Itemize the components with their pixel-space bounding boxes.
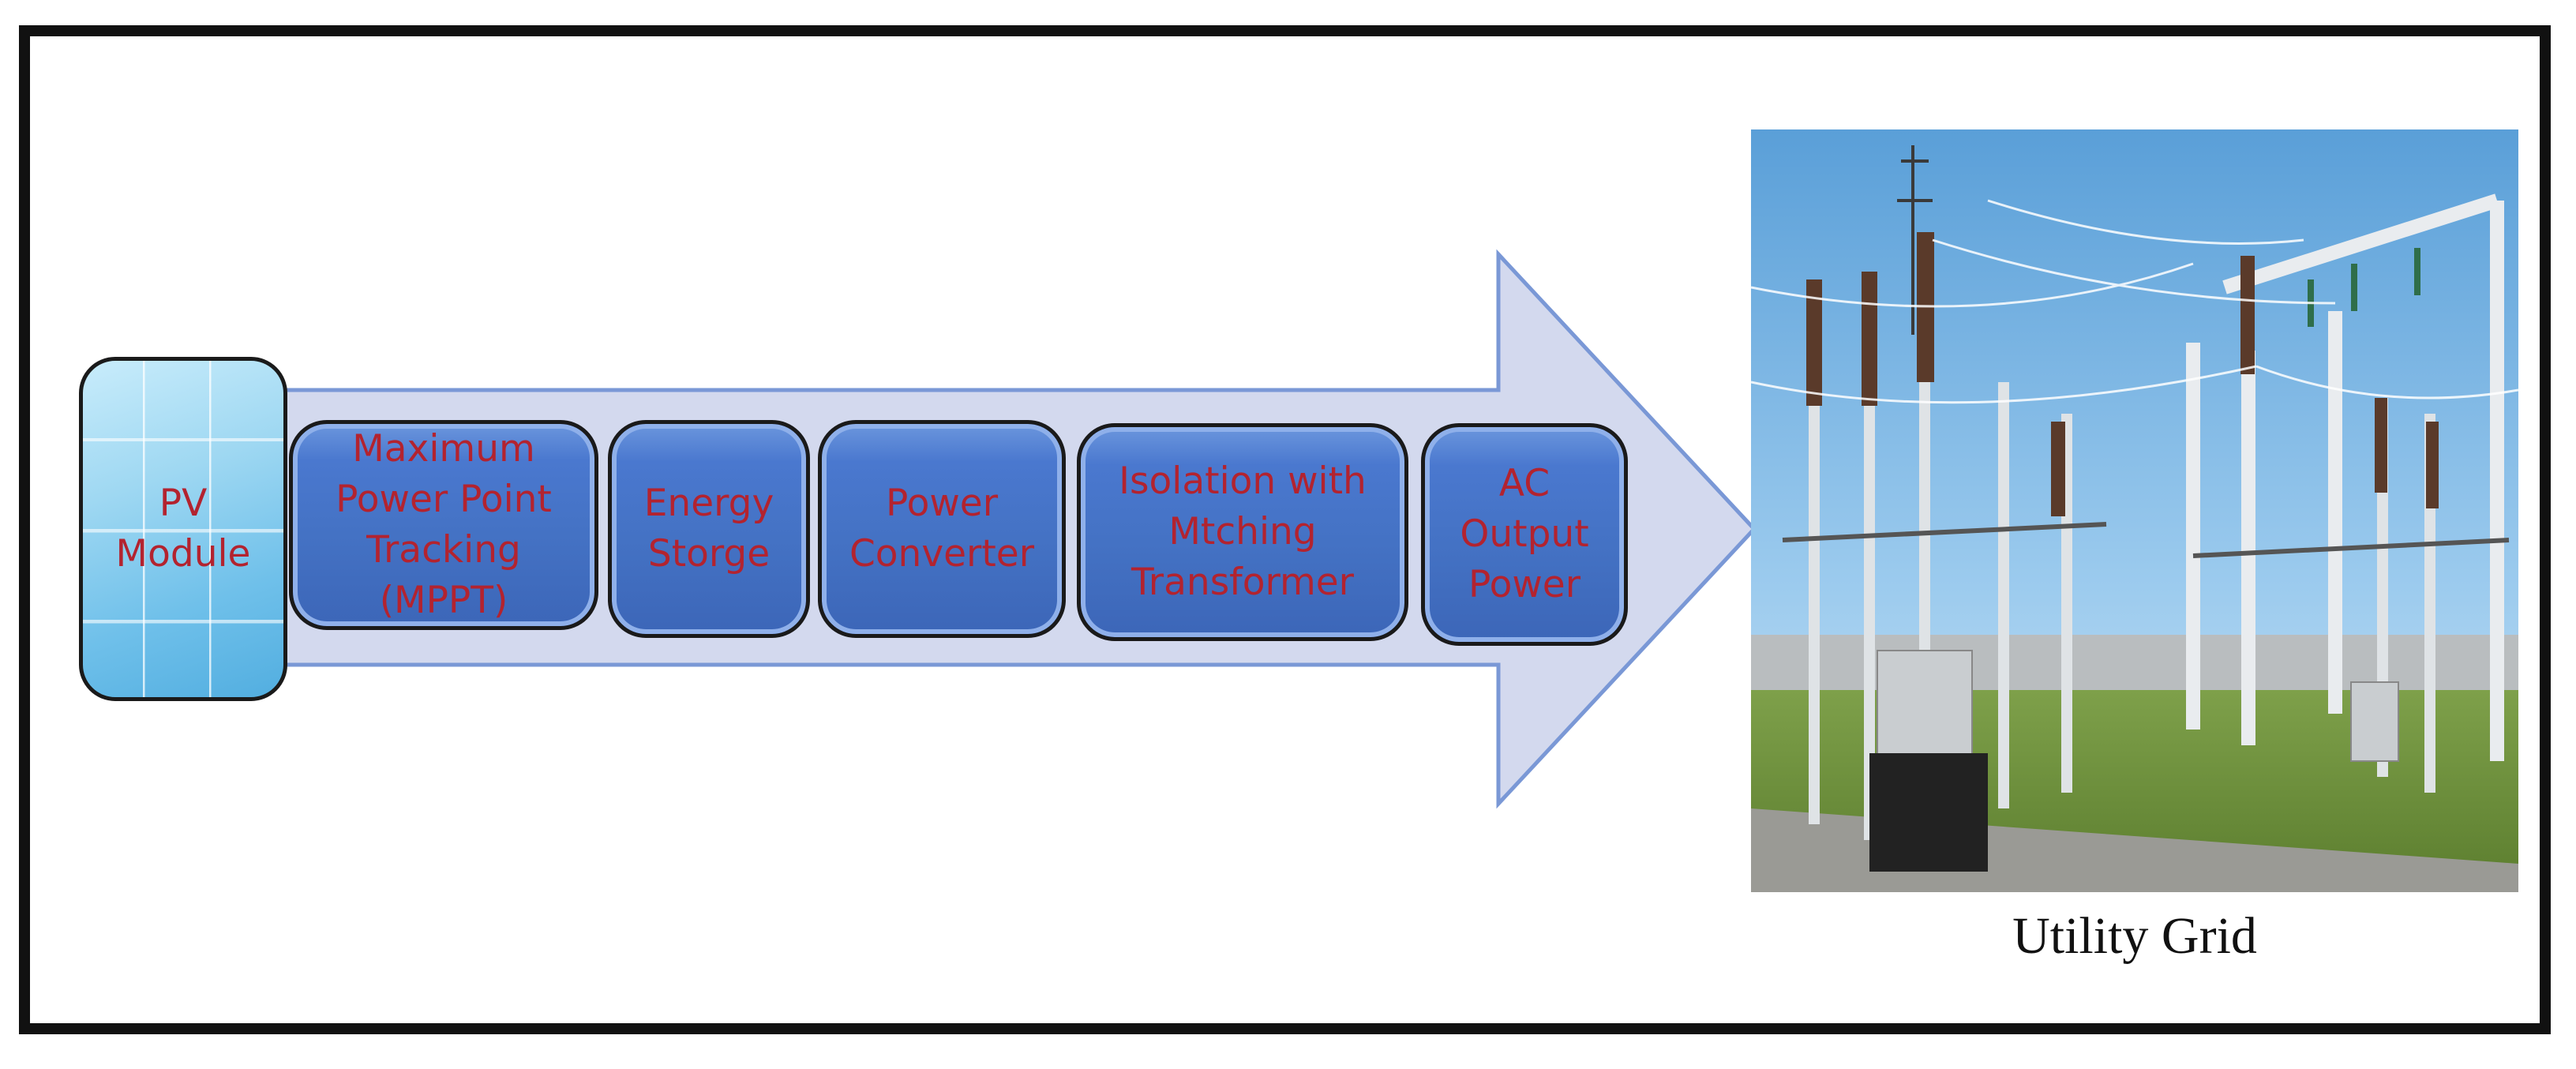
stage-energy-storage: Energy Storge (608, 420, 810, 638)
utility-grid-photo (1751, 129, 2518, 892)
stage-isolation-transformer: Isolation with Mtching Transformer (1077, 423, 1408, 641)
stage-power-converter-label: Power Converter (849, 482, 1035, 576)
stage-mppt-label: Maximum Power Point Tracking (MPPT) (336, 427, 552, 622)
stage-isolation-transformer-label: Isolation with Mtching Transformer (1119, 459, 1367, 604)
utility-grid-caption: Utility Grid (2012, 907, 2257, 965)
pv-module-node: PV Module (79, 357, 287, 701)
stage-ac-output-power: AC Output Power (1421, 423, 1628, 646)
stage-ac-output-power-label: AC Output Power (1460, 462, 1589, 606)
substation-illustration (1751, 129, 2518, 892)
stage-mppt: Maximum Power Point Tracking (MPPT) (289, 420, 598, 630)
stage-energy-storage-label: Energy Storge (643, 482, 774, 576)
stage-power-converter: Power Converter (818, 420, 1066, 638)
pv-module-label: PV Module (115, 482, 251, 576)
